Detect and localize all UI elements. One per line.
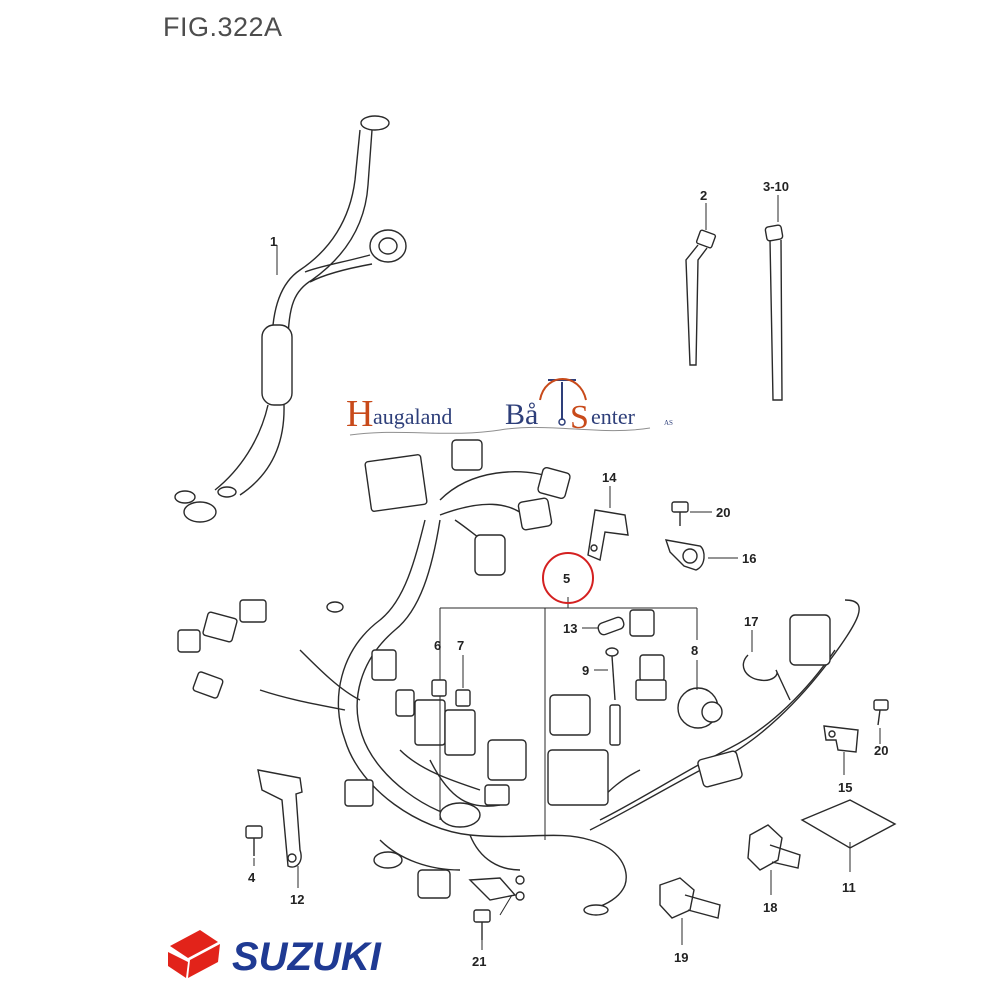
callout-20-right: 20 — [874, 743, 888, 758]
callout-5-bracket — [439, 597, 698, 840]
bracket-12-drawing — [245, 769, 303, 868]
callout-18: 18 — [763, 900, 777, 915]
highlight-circle — [542, 552, 594, 604]
sheet-11-drawing — [800, 799, 897, 849]
callout-4: 4 — [248, 870, 256, 885]
callout-13: 13 — [563, 621, 577, 636]
bracket-15-drawing — [823, 699, 889, 753]
bracket-14-drawing — [587, 509, 629, 561]
anchor-icon — [539, 378, 587, 426]
clamp-drawings — [659, 824, 801, 919]
svg-text:H: H — [346, 393, 373, 435]
callout-7: 7 — [457, 638, 464, 653]
svg-text:enter: enter — [591, 404, 636, 429]
suzuki-logo: SUZUKI — [168, 930, 382, 979]
battery-cable-drawing — [174, 115, 407, 523]
svg-text:Bå: Bå — [505, 398, 538, 431]
callout-2: 2 — [700, 188, 707, 203]
callout-8: 8 — [691, 643, 698, 658]
callout-15: 15 — [838, 780, 852, 795]
callout-11: 11 — [842, 880, 856, 895]
bolt-21-drawing — [473, 894, 513, 940]
strap-17-drawing — [742, 654, 791, 701]
harness-connectors — [177, 439, 831, 916]
callout-1: 1 — [270, 234, 277, 249]
figure-title: FIG.322A — [163, 12, 283, 42]
callout-12: 12 — [290, 892, 304, 907]
callout-5: 5 — [563, 571, 570, 586]
callout-16: 16 — [742, 551, 756, 566]
callout-6: 6 — [434, 638, 441, 653]
cable-tie-drawings — [685, 224, 784, 401]
callout-19: 19 — [674, 950, 688, 965]
callout-3-10: 3-10 — [763, 179, 789, 194]
relay-and-pin-drawings — [597, 609, 723, 746]
fuse-drawings — [431, 679, 471, 707]
watermark-logo: H augaland Bå S enter AS — [346, 378, 673, 436]
bolt-and-clamp-drawings — [664, 501, 705, 571]
svg-text:S: S — [570, 399, 589, 436]
callout-17: 17 — [744, 614, 758, 629]
svg-text:augaland: augaland — [373, 404, 452, 429]
callout-14: 14 — [602, 470, 617, 485]
callout-9: 9 — [582, 663, 589, 678]
brand-name: SUZUKI — [232, 935, 382, 979]
suzuki-s-icon — [168, 930, 220, 978]
callout-21: 21 — [472, 954, 486, 969]
callout-20-top: 20 — [716, 505, 730, 520]
main-harness-drawing — [259, 459, 860, 909]
svg-text:AS: AS — [664, 419, 673, 427]
